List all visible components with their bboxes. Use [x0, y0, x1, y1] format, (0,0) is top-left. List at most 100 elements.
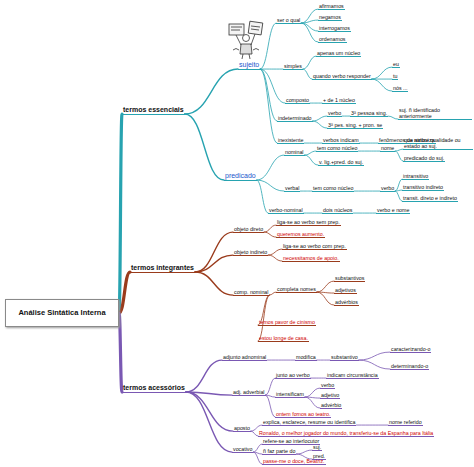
paper-line — [251, 26, 260, 27]
subtopic: indicam circunstância — [326, 372, 379, 379]
branch-line — [266, 378, 275, 395]
topic-text: + de 1 núcleo — [323, 97, 355, 103]
branch-line — [301, 9, 318, 23]
topic-text: transit. direto e indireto — [403, 195, 457, 201]
subtopic: passe-me o doce, Beatriz. — [262, 458, 326, 465]
branch-line — [253, 444, 262, 452]
branch-line — [311, 378, 326, 379]
branch-line — [257, 155, 284, 180]
branch-line — [305, 397, 320, 408]
branch-line — [303, 69, 312, 79]
branch-line — [268, 255, 282, 261]
subtopic: aposto — [233, 425, 251, 432]
branch-line — [195, 272, 233, 295]
topic-text: simples — [284, 63, 302, 69]
branch-line — [301, 23, 318, 42]
branch-line — [317, 360, 330, 361]
subtopic: inexistente — [277, 137, 304, 144]
topic-text: suj. ñ identificado anteriormente — [399, 107, 471, 119]
topic-text: ser o qual — [277, 17, 300, 23]
branch-line — [260, 23, 276, 69]
subtopic: explica, esclarece, resume ou identifica — [262, 419, 356, 426]
topic-text: necessitamos de apoio. — [283, 255, 339, 261]
topic-text: queremos aumento. — [277, 231, 324, 237]
subtopic: liga-se ao verbo sem prep. — [276, 219, 341, 226]
branch-line — [260, 69, 277, 121]
subtopic: nominal — [284, 149, 305, 156]
subtopic: tem como núcleo — [312, 185, 354, 192]
branch-line — [313, 121, 327, 128]
subtopic: quando verbo responder — [312, 73, 372, 80]
branch-line — [360, 143, 378, 144]
subtopic: ñ faz parte do — [262, 448, 296, 455]
figure-legs — [242, 54, 250, 59]
branch-line — [186, 360, 222, 392]
subtopic: temos pavor de cinismo — [258, 319, 316, 326]
subtopic: interrogamos — [318, 25, 351, 32]
topic-text: transitivo indireto — [403, 184, 443, 190]
topic-text: liga-se ao verbo sem prep. — [277, 219, 340, 225]
topic-text: ordenamos — [319, 36, 346, 42]
branch-line — [260, 69, 277, 143]
subtopic: tem como núcleo — [316, 145, 358, 152]
topic-text: predicado — [225, 172, 256, 180]
topic-text: objeto direto — [234, 226, 263, 232]
paper-line — [231, 30, 240, 31]
subtopic: que atribui qualidade ou estado ao suj. — [403, 137, 473, 150]
branch-line — [342, 116, 350, 117]
branch-line — [395, 191, 402, 201]
branch-line — [353, 213, 376, 214]
subtopic: adjetivo — [320, 392, 340, 399]
subtopic: verbos indicam — [322, 137, 360, 144]
subtopic: verbo — [327, 110, 342, 117]
topic-text: nominal — [285, 149, 304, 155]
topic-text: nós ... — [393, 85, 407, 91]
topic-text: nome — [381, 145, 394, 151]
branch-line — [119, 272, 130, 313]
branch-line — [264, 232, 276, 237]
subtopic: dois núcleos — [322, 207, 353, 214]
subtopic: sujeito — [238, 61, 260, 70]
subtopic: nós ... — [392, 85, 408, 92]
branch-line — [310, 103, 322, 104]
topic-text: ontem fomos ao teatro. — [276, 411, 330, 417]
topic-text: termos integrantes — [131, 264, 194, 272]
figure-body — [240, 44, 252, 54]
topic-text: junto ao verbo — [276, 372, 310, 378]
clipart-figure — [229, 21, 263, 59]
branch-line — [186, 392, 232, 452]
subtopic: substantivo — [330, 354, 359, 361]
branch-line — [372, 67, 392, 79]
topic-text: verbos indicam — [323, 137, 359, 143]
branch-line — [195, 255, 233, 272]
topic-text: indicam circunstância — [327, 372, 378, 378]
topic-text: caracterizando-o — [391, 346, 430, 352]
subtopic: completa nomes — [276, 286, 317, 293]
branch-line — [266, 395, 275, 417]
topic-text: Ronaldo, o melhor jogador do mundo, tran… — [259, 430, 433, 436]
motion-marks — [233, 49, 259, 51]
topic-text: verbo-nominal — [269, 207, 303, 213]
subtopic: intensificam — [275, 391, 305, 398]
topic-text: substantivo — [331, 354, 358, 360]
topic-text: sujeito — [239, 61, 259, 69]
branch-line — [303, 56, 316, 69]
subtopic: substantivos — [334, 275, 365, 282]
paper-line — [231, 27, 242, 28]
branch-line — [195, 232, 233, 272]
branch-line — [264, 225, 276, 232]
subtopic: 3ª pessoa sing. — [350, 110, 388, 117]
figure-arms — [236, 34, 255, 45]
subtopic: advérbio — [320, 402, 342, 409]
subtopic: liga-se ao verbo com prep. — [282, 243, 347, 250]
subtopic: transit. direto e indireto — [402, 195, 458, 202]
branch-line — [388, 116, 398, 119]
topic-text: termos acessórios — [123, 384, 185, 392]
topic-text: estou longe de casa. — [259, 335, 308, 341]
topic-text: explica, esclarece, resume ou identifica — [263, 419, 355, 425]
subtopic: Ronaldo, o melhor jogador do mundo, tran… — [258, 430, 434, 437]
subtopic: v. lig.+pred. do suj. — [318, 159, 364, 166]
subtopic: verbal — [284, 185, 300, 192]
subtopic: nome — [380, 145, 395, 152]
topic-text: Análise Sintática Interna — [18, 309, 105, 318]
